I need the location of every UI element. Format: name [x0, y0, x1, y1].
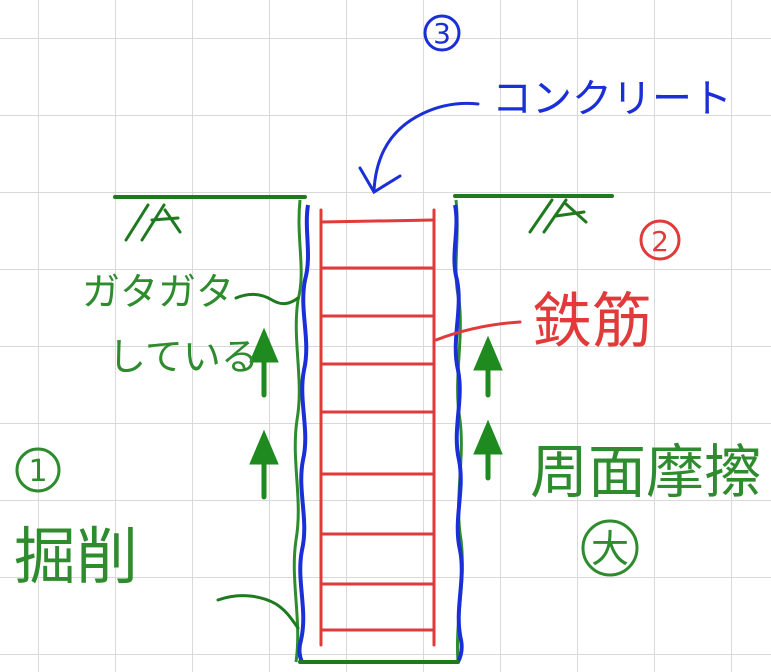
up-arrow-icon: [249, 429, 279, 500]
friction-label: 周面摩擦: [530, 438, 762, 506]
step3-badge: 3: [423, 14, 461, 52]
up-arrow-icon: [473, 419, 503, 481]
step1-number: 1: [28, 454, 47, 489]
rebar-cage: [319, 208, 436, 647]
friction-size-badge: 大: [581, 519, 639, 577]
concrete-leader-arrow: [372, 101, 480, 192]
step3-number: 3: [433, 17, 451, 50]
ground-surface: [113, 194, 614, 199]
loose-leader-line: [234, 292, 300, 306]
friction-size-label: 大: [591, 527, 629, 571]
concrete-label: コンクリート: [492, 76, 732, 122]
excavation-leader-line: [216, 594, 300, 630]
borehole-wall-left: [292, 199, 303, 663]
rebar-leader-line: [434, 320, 522, 342]
concrete-arrowhead: [358, 166, 402, 195]
step1-badge: 1: [15, 447, 61, 493]
loose-label-line2: している: [108, 335, 259, 379]
concrete-wall-right: [452, 204, 464, 663]
up-arrow-icon: [249, 327, 279, 398]
rebar-tie: [319, 218, 436, 224]
concrete-outline: [297, 204, 464, 663]
concrete-wall-left: [297, 204, 310, 663]
friction-arrows: [249, 327, 503, 500]
loose-label-line1: ガタガタ: [82, 270, 234, 314]
step2-number: 2: [651, 225, 669, 258]
step2-badge: 2: [639, 219, 681, 261]
excavation-label: 掘削: [14, 520, 138, 593]
leader-lines: [216, 101, 522, 630]
ground-hatching: [124, 198, 588, 242]
up-arrow-icon: [473, 335, 503, 398]
rebar-label: 鉄筋: [532, 287, 652, 357]
